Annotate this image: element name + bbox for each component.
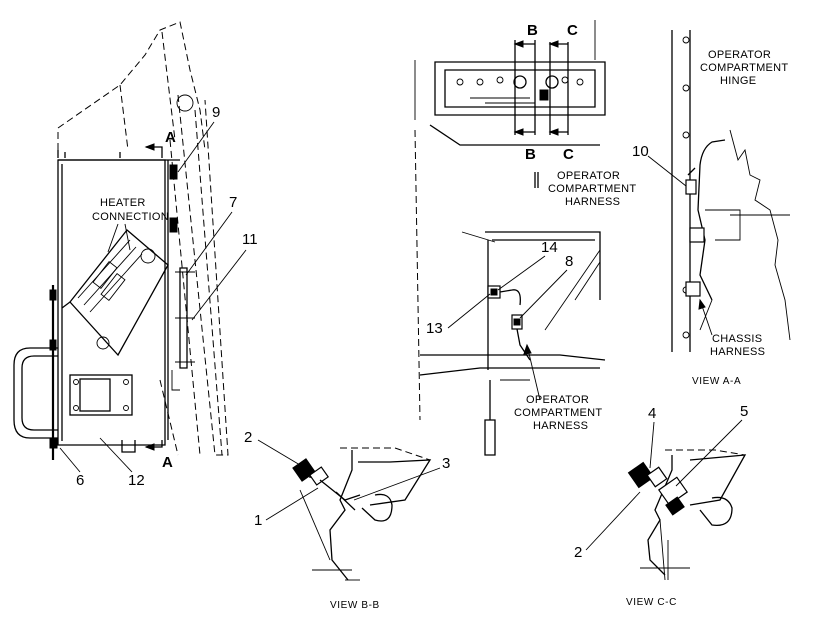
view-bb-detail: 2 3 1 VIEW B-B — [244, 429, 450, 611]
section-c-top-label: C — [567, 22, 578, 39]
view-aa-label: VIEW A-A — [692, 376, 741, 387]
view-aa-detail: 10 OPERATOR COMPARTMENT HINGE CHASSIS HA… — [632, 30, 791, 387]
section-b-bottom-label: B — [525, 146, 536, 163]
chassis-label-line1: CHASSIS — [712, 333, 762, 345]
hinge-label-line1: OPERATOR — [708, 49, 771, 61]
heater-label-line2: CONNECTION — [92, 211, 169, 223]
heater-connection-box — [61, 229, 169, 357]
main-view-callouts: 9 7 11 6 12 — [59, 104, 258, 489]
middle-detail: 14 8 13 OPERATOR COMPARTMENT HARNESS — [414, 129, 606, 456]
callout-4: 4 — [648, 405, 656, 422]
top-middle-detail: B C B C OPERATOR COMPARTMENT HARNESS — [414, 20, 636, 208]
callout-13: 13 — [426, 320, 443, 337]
harness-mid-line3: HARNESS — [533, 420, 588, 432]
callout-10: 10 — [632, 143, 649, 160]
callout-8: 8 — [565, 253, 573, 270]
harness-top-line2: COMPARTMENT — [548, 183, 636, 195]
callout-1: 1 — [254, 512, 262, 529]
callout-7: 7 — [229, 194, 237, 211]
harness-mid-line1: OPERATOR — [526, 394, 589, 406]
heater-label-line1: HEATER — [100, 197, 146, 209]
harness-mid-line2: COMPARTMENT — [514, 407, 602, 419]
callout-6: 6 — [76, 472, 84, 489]
callout-3: 3 — [442, 455, 450, 472]
callout-12: 12 — [128, 472, 145, 489]
view-bb-label: VIEW B-B — [330, 600, 380, 611]
main-cab-view — [13, 21, 229, 460]
callout-14: 14 — [541, 239, 558, 256]
hinge-label-line3: HINGE — [720, 75, 756, 87]
chassis-label-line2: HARNESS — [710, 346, 765, 358]
callout-9: 9 — [212, 104, 220, 121]
view-cc-label: VIEW C-C — [626, 597, 677, 608]
harness-top-line1: OPERATOR — [557, 170, 620, 182]
view-cc-detail: 4 5 2 VIEW C-C — [574, 403, 748, 608]
callout-11: 11 — [242, 231, 258, 248]
callout-2-cc: 2 — [574, 544, 582, 561]
harness-top-line3: HARNESS — [565, 196, 620, 208]
callout-5: 5 — [740, 403, 748, 420]
section-b-top-label: B — [527, 22, 538, 39]
section-a-top-label: A — [165, 129, 176, 146]
section-a-markers: A A — [144, 129, 176, 471]
section-a-bottom-label: A — [162, 454, 173, 471]
heater-connection-label: HEATER CONNECTION — [92, 197, 169, 253]
section-c-bottom-label: C — [563, 146, 574, 163]
callout-2-bb: 2 — [244, 429, 252, 446]
hinge-label-line2: COMPARTMENT — [700, 62, 788, 74]
